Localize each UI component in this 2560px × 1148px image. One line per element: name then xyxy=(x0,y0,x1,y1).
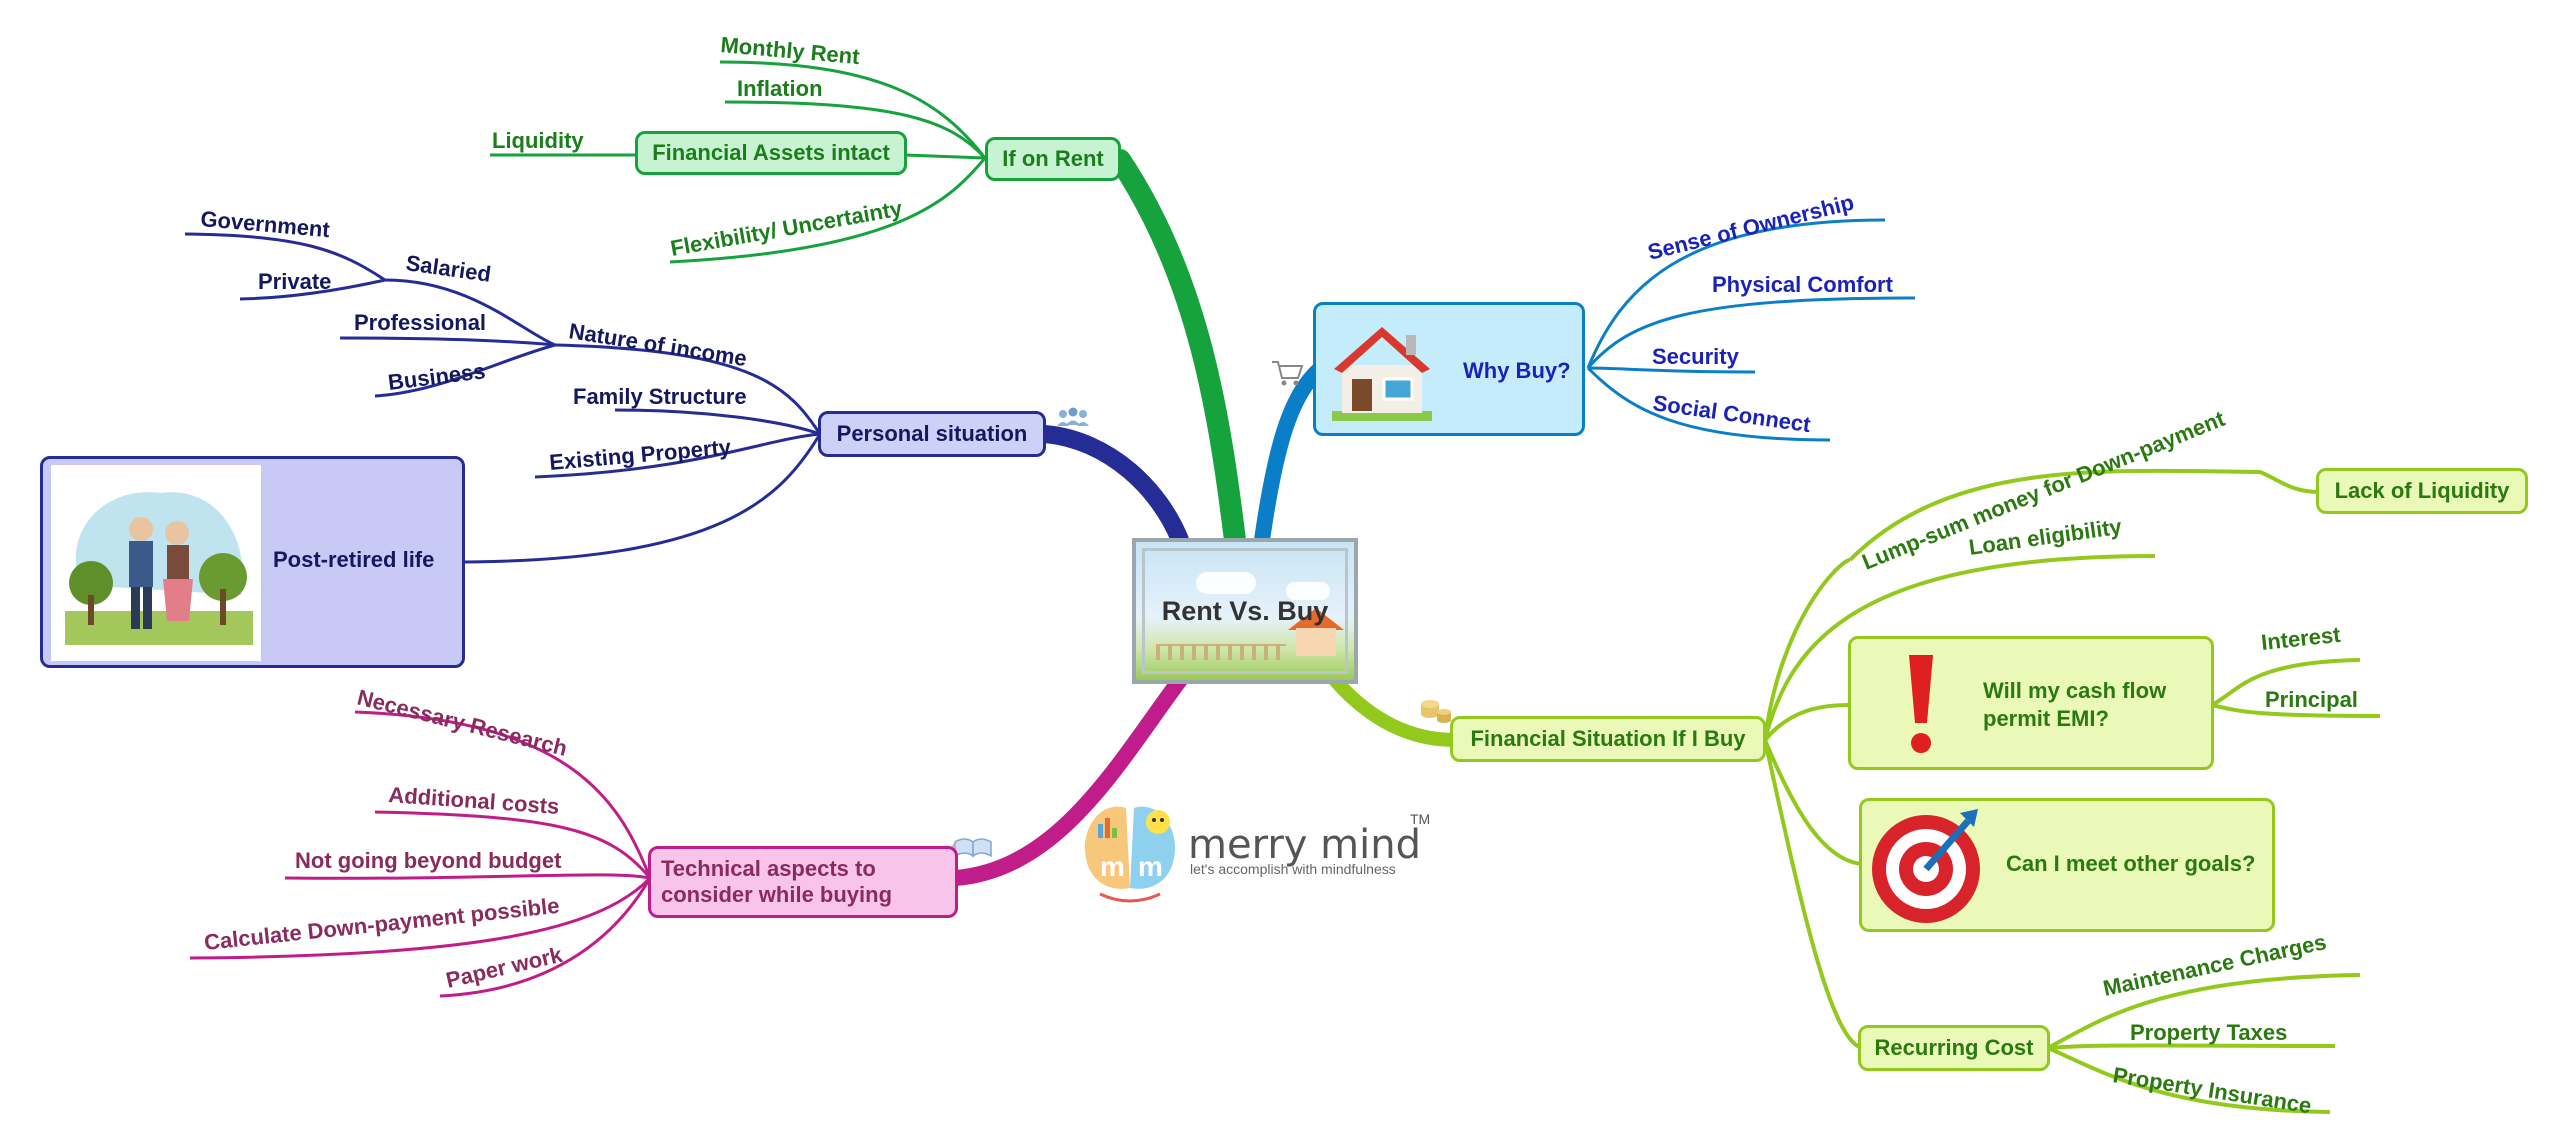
leaf-necessary-research: Necessary Research xyxy=(355,685,570,761)
leaf-calc-downpayment: Calculate Down-payment possible xyxy=(203,893,561,955)
logo-name: merry mind xyxy=(1188,822,1421,868)
node-financial-situation-label: Financial Situation If I Buy xyxy=(1470,726,1746,751)
node-why-buy-label: Why Buy? xyxy=(1463,358,1571,383)
elderly-couple-illustration xyxy=(51,465,261,661)
leaf-liquidity: Liquidity xyxy=(492,128,584,153)
node-financial-assets-label: Financial Assets intact xyxy=(652,140,890,165)
node-emi-label-line2: permit EMI? xyxy=(1983,706,2109,731)
node-post-retired-label: Post-retired life xyxy=(273,547,435,572)
center-title: Rent Vs. Buy xyxy=(1161,595,1329,626)
center-house-roof xyxy=(1288,608,1344,630)
leaf-inflation: Inflation xyxy=(737,76,823,101)
logo-tm: TM xyxy=(1410,811,1430,827)
node-other-goals-label: Can I meet other goals? xyxy=(2006,851,2256,876)
branch-rent xyxy=(1109,149,1246,551)
node-recurring-cost[interactable]: Recurring Cost xyxy=(1858,1025,2050,1071)
leaf-physical-comfort: Physical Comfort xyxy=(1712,272,1894,297)
node-technical-line1: Technical aspects to xyxy=(661,856,876,881)
node-if-on-rent[interactable]: If on Rent xyxy=(985,137,1121,181)
merry-mind-logo: m m merry mind TM let's accomplish with … xyxy=(1084,806,1430,903)
node-personal-situation-label: Personal situation xyxy=(836,421,1028,446)
logo-mark-left: m xyxy=(1100,851,1125,882)
node-emi[interactable]: Will my cash flow permit EMI? xyxy=(1848,636,2214,770)
leaf-property-taxes: Property Taxes xyxy=(2130,1020,2287,1045)
center-node[interactable]: Rent Vs. Buy xyxy=(1132,538,1358,684)
exclamation-icon xyxy=(1909,655,1933,753)
leaf-business: Business xyxy=(387,358,487,395)
leaf-private: Private xyxy=(258,269,331,294)
book-icon xyxy=(946,838,992,858)
branch-finance xyxy=(1328,673,1462,747)
fence-illustration xyxy=(1156,644,1286,660)
node-lack-of-liquidity-label: Lack of Liquidity xyxy=(2334,478,2510,503)
leaf-not-beyond-budget: Not going beyond budget xyxy=(295,848,562,873)
node-recurring-cost-label: Recurring Cost xyxy=(1874,1035,2034,1060)
node-financial-assets[interactable]: Financial Assets intact xyxy=(635,131,907,175)
cart-icon xyxy=(1272,361,1304,386)
node-if-on-rent-label: If on Rent xyxy=(1002,146,1104,171)
leaf-social-connect: Social Connect xyxy=(1651,390,1813,437)
people-icon xyxy=(1057,407,1089,426)
leaf-maintenance-charges: Maintenance Charges xyxy=(2101,929,2329,1001)
leaf-nature-of-income: Nature of income xyxy=(567,318,748,371)
leaf-interest: Interest xyxy=(2260,622,2342,655)
node-emi-label-line1: Will my cash flow xyxy=(1983,678,2167,703)
node-post-retired[interactable]: Post-retired life xyxy=(40,456,465,668)
leaf-professional: Professional xyxy=(354,310,486,335)
node-personal-situation[interactable]: Personal situation xyxy=(818,411,1046,457)
coins-icon xyxy=(1421,700,1451,723)
logo-brain-left xyxy=(1084,806,1130,889)
target-icon xyxy=(1872,809,1980,923)
center-house-illustration xyxy=(1296,628,1336,656)
leaf-principal: Principal xyxy=(2265,687,2358,712)
node-technical-line2: consider while buying xyxy=(661,882,893,907)
house-icon xyxy=(1332,327,1432,421)
node-lack-of-liquidity[interactable]: Lack of Liquidity xyxy=(2316,468,2528,514)
node-other-goals[interactable]: Can I meet other goals? xyxy=(1859,798,2275,932)
logo-tagline: let's accomplish with mindfulness xyxy=(1190,861,1396,877)
node-financial-situation[interactable]: Financial Situation If I Buy xyxy=(1450,716,1766,762)
branch-personal xyxy=(1036,425,1189,549)
branch-tech xyxy=(947,672,1188,886)
leaf-sense-of-ownership: Sense of Ownership xyxy=(1645,189,1856,264)
logo-mark-right: m xyxy=(1138,851,1163,882)
node-technical-aspects[interactable]: Technical aspects to consider while buyi… xyxy=(648,846,958,918)
leaf-property-insurance: Property Insurance xyxy=(2111,1062,2313,1118)
node-why-buy[interactable]: Why Buy? xyxy=(1313,302,1585,436)
leaf-family-structure: Family Structure xyxy=(573,384,747,409)
leaf-security: Security xyxy=(1652,344,1740,369)
